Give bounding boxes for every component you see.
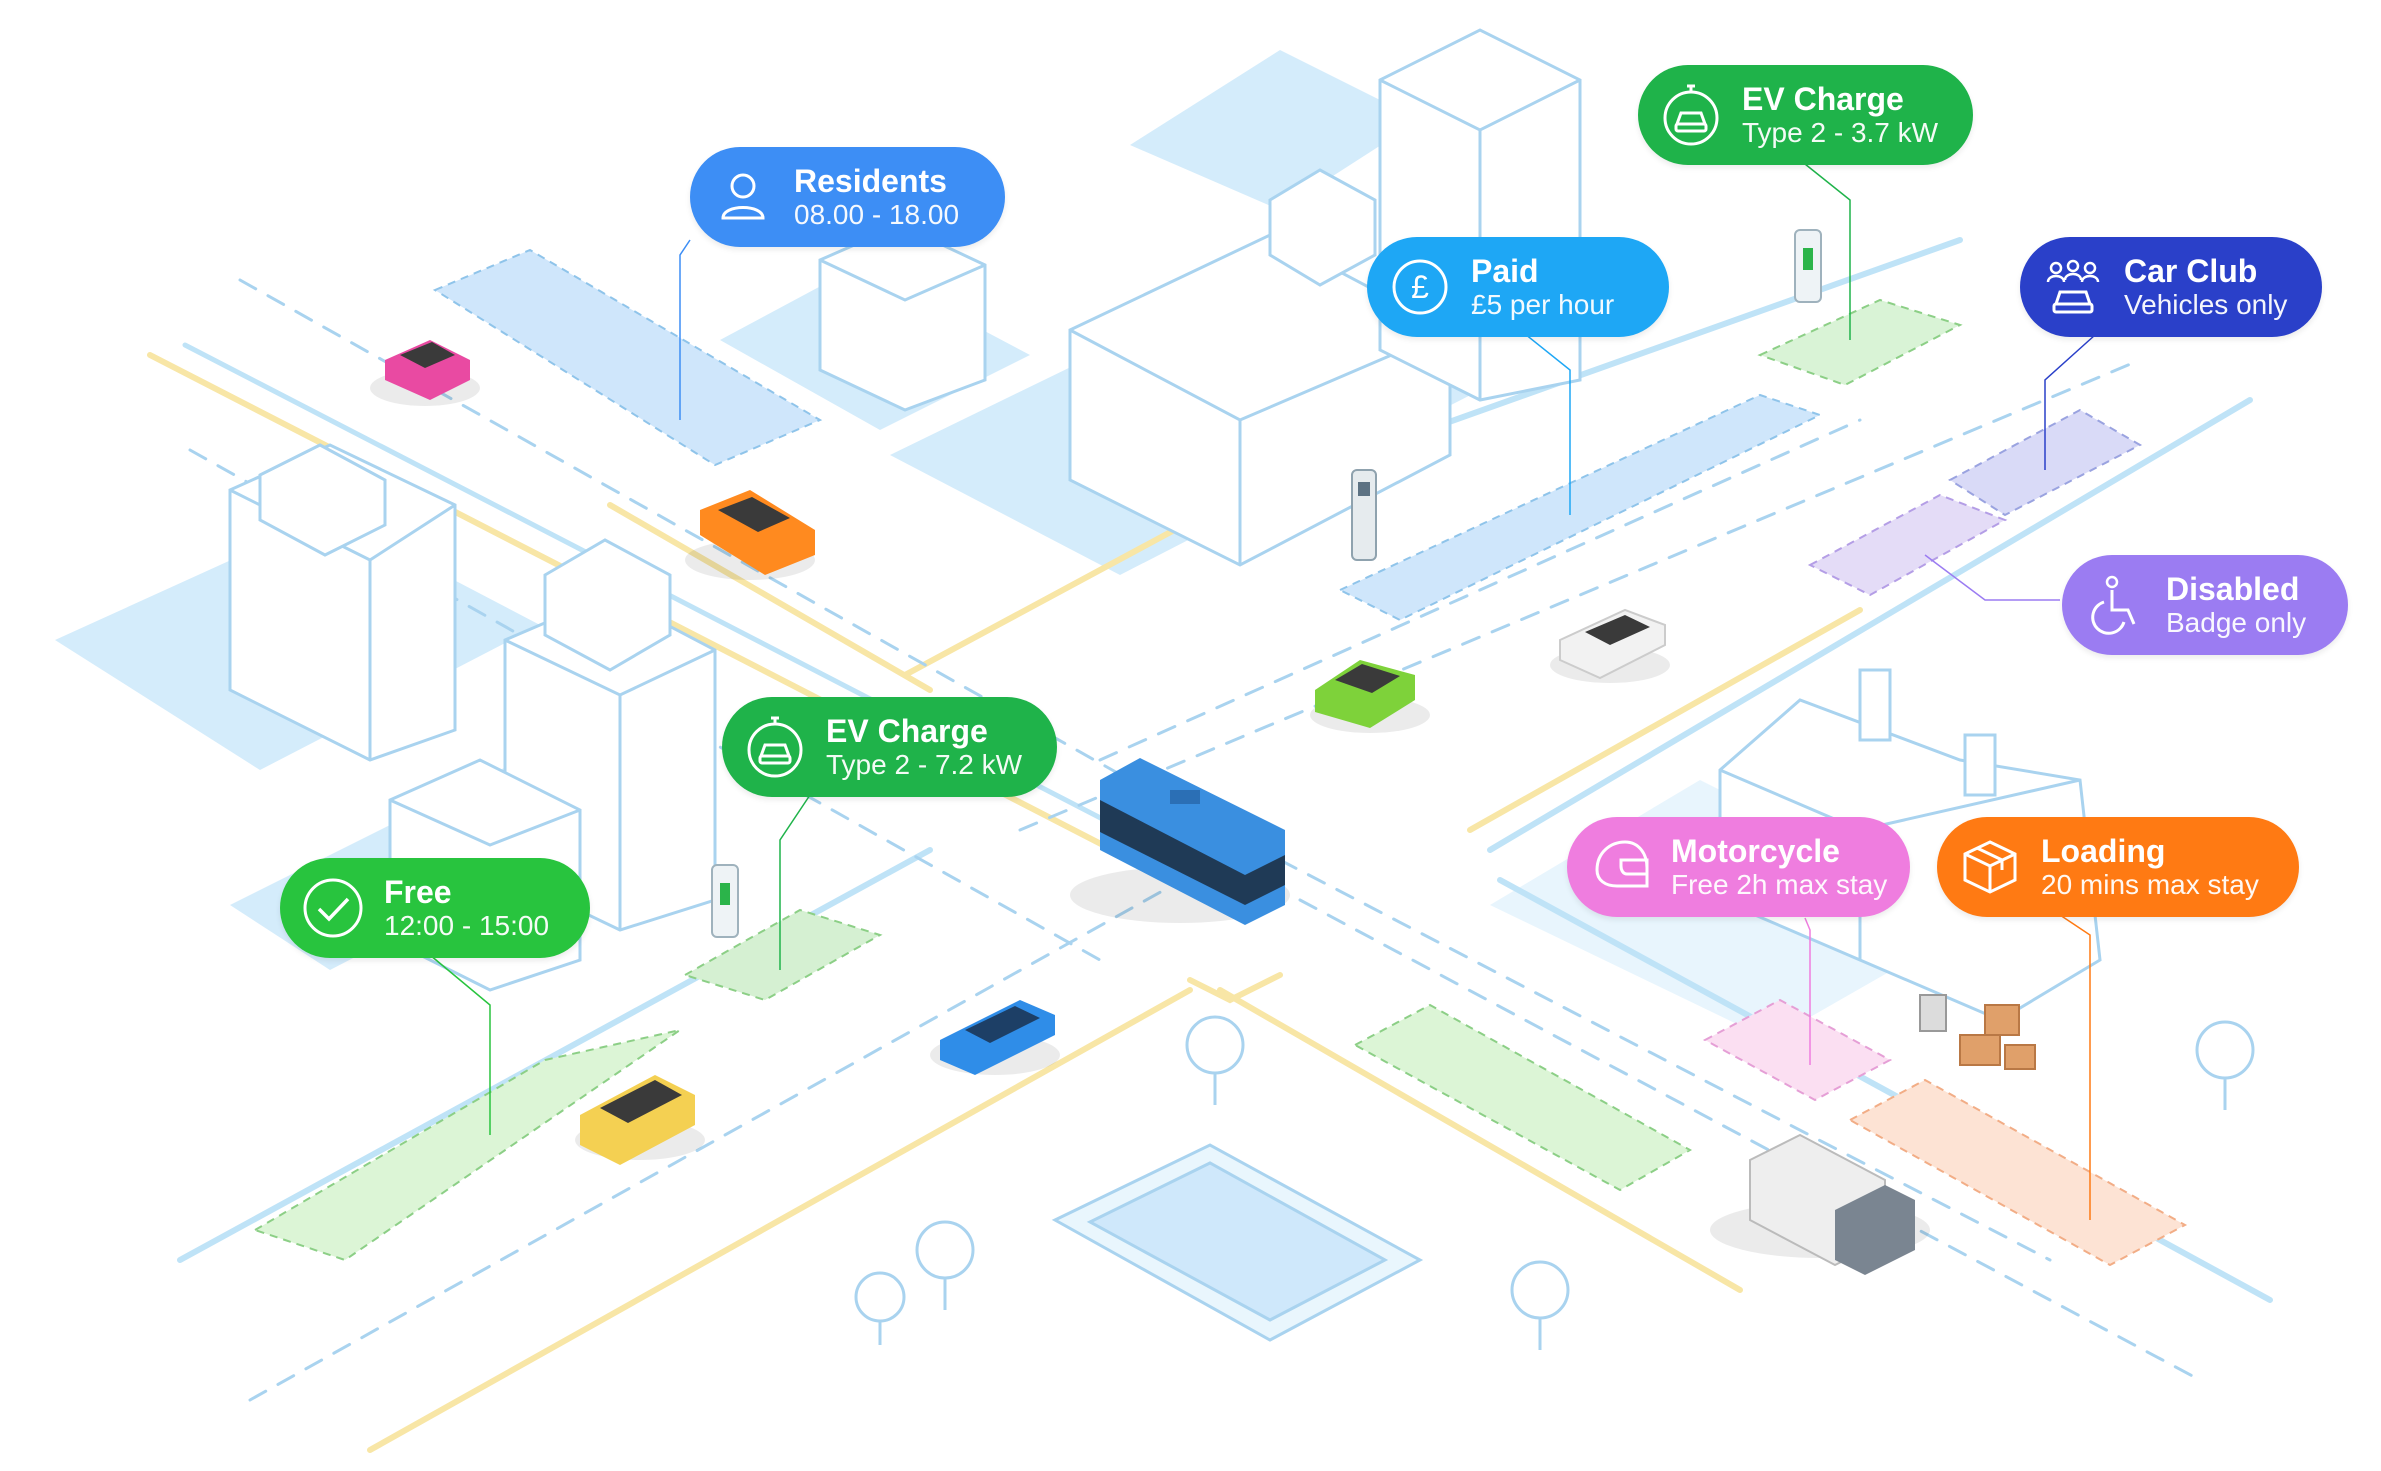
label-title: Disabled: [2166, 570, 2300, 607]
parking-zones: [252, 248, 2188, 1267]
label-subtitle: Type 2 - 7.2 kW: [826, 749, 1023, 781]
leader-residents: [679, 239, 691, 420]
label-subtitle: Vehicles only: [2124, 289, 2288, 321]
building-top-left: [818, 223, 987, 412]
check-icon: [300, 875, 366, 941]
paid-label: £ Paid£5 per hour: [1367, 237, 1669, 337]
leader-lines: [429, 159, 2096, 1220]
leader-car-club: [2044, 334, 2096, 470]
leader-loading: [2059, 914, 2091, 1220]
leader-disabled: [1924, 554, 2060, 601]
label-subtitle: Badge only: [2166, 607, 2307, 639]
leader-free: [429, 954, 491, 1135]
building-left-tower: [228, 443, 457, 762]
lane-line: [1278, 858, 2052, 1262]
label-title: Car Club: [2124, 252, 2258, 289]
park: [854, 1015, 2255, 1350]
block-top-back: [1130, 50, 1420, 210]
zone-loading: [1847, 1078, 2188, 1267]
curb-line: [1217, 987, 1743, 1293]
zone-ev-charge-left: [682, 908, 883, 1002]
zone-disabled: [1807, 493, 2008, 597]
curb-line: [1187, 972, 1283, 1004]
car-club-icon: [2040, 254, 2106, 320]
building-top-tower: [1378, 28, 1582, 402]
curb-line: [367, 987, 1193, 1453]
street-furniture: [711, 229, 2036, 1070]
lane-line: [1098, 418, 1862, 762]
curb-line: [607, 502, 933, 693]
leader-paid: [1519, 329, 1571, 515]
ev-charge-icon: [742, 714, 808, 780]
zone-paid: [1337, 393, 1823, 622]
label-title: Motorcycle: [1671, 832, 1840, 869]
lane-line: [248, 868, 1202, 1402]
label-title: Paid: [1471, 252, 1539, 289]
label-title: EV Charge: [826, 712, 988, 749]
label-subtitle: 20 mins max stay: [2041, 869, 2259, 901]
parking-meter-icon: [1351, 469, 1377, 561]
orange-car: [685, 490, 815, 580]
leader-ev-charge-left: [779, 794, 811, 970]
zone-residents: [432, 248, 823, 467]
pond-water: [1086, 1161, 1389, 1322]
ev-charger-icon: [711, 864, 739, 938]
zone-free: [252, 1029, 681, 1262]
label-title: Residents: [794, 162, 947, 199]
truck: [1710, 1133, 1930, 1275]
label-title: Loading: [2041, 832, 2166, 869]
vehicles: [370, 340, 1930, 1275]
tree-icon: [854, 1015, 2255, 1350]
ev-charger-icon: [1794, 229, 1822, 303]
person-icon: [710, 164, 776, 230]
curb-line: [1487, 397, 2253, 853]
curb-line: [1467, 607, 1863, 833]
green-car: [1310, 660, 1430, 733]
building-right-house: [1718, 668, 2102, 1022]
label-subtitle: 08.00 - 18.00: [794, 199, 960, 231]
bus: [1070, 758, 1290, 925]
yellow-suv: [575, 1075, 705, 1165]
svg-text:£: £: [1411, 269, 1429, 305]
wheelchair-icon: [2082, 572, 2148, 638]
box-icon: [1957, 834, 2023, 900]
label-subtitle: 12:00 - 15:00: [384, 910, 550, 942]
label-title: EV Charge: [1742, 80, 1904, 117]
zone-right-green: [1352, 1003, 1693, 1192]
loading-boxes-icon: [1919, 994, 2036, 1070]
zone-motorcycle: [1702, 998, 1893, 1102]
white-car: [1550, 608, 1670, 683]
lane-line: [1018, 358, 2142, 832]
blue-car: [930, 1000, 1060, 1075]
leader-ev-charge-top: [1799, 159, 1851, 340]
label-title: Free: [384, 873, 452, 910]
zone-ev-charge-top: [1757, 298, 1963, 387]
pink-car: [370, 340, 480, 406]
label-subtitle: Type 2 - 3.7 kW: [1742, 117, 1939, 149]
lane-line: [1298, 898, 2202, 1382]
label-subtitle: £5 per hour: [1471, 289, 1615, 321]
leader-motorcycle: [1804, 917, 1811, 1065]
ev-charge-icon: [1658, 82, 1724, 148]
label-subtitle: Free 2h max stay: [1671, 869, 1888, 901]
curb-line: [182, 342, 1243, 893]
helmet-icon: [1587, 834, 1653, 900]
pound-icon: £: [1387, 254, 1453, 320]
